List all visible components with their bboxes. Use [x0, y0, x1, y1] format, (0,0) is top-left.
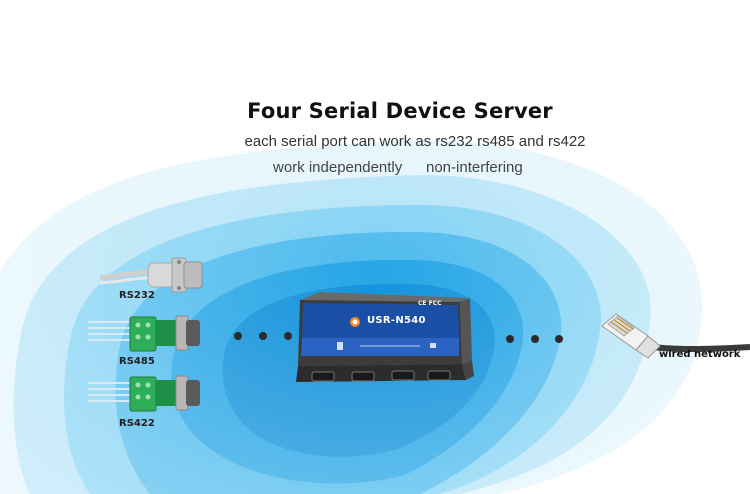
link-dot-left-3: [284, 332, 292, 340]
device-model-name: USR-N540: [367, 315, 426, 326]
link-dot-right-2: [531, 335, 539, 343]
rs485-label: RS485: [119, 356, 155, 367]
rs232-label: RS232: [119, 290, 155, 301]
page-title: Four Serial Device Server: [247, 99, 553, 123]
link-dot-right-3: [555, 335, 563, 343]
tag-non-interfering: non-interfering: [426, 159, 523, 176]
wired-network-label: wired network: [659, 349, 741, 360]
link-dot-left-1: [234, 332, 242, 340]
device-certification-mark: CE FCC: [418, 300, 442, 307]
link-dot-right-1: [506, 335, 514, 343]
link-dot-left-2: [259, 332, 267, 340]
rs422-label: RS422: [119, 418, 155, 429]
subtitle: each serial port can work as rs232 rs485…: [244, 133, 586, 150]
tag-independent: work independently: [273, 159, 403, 176]
